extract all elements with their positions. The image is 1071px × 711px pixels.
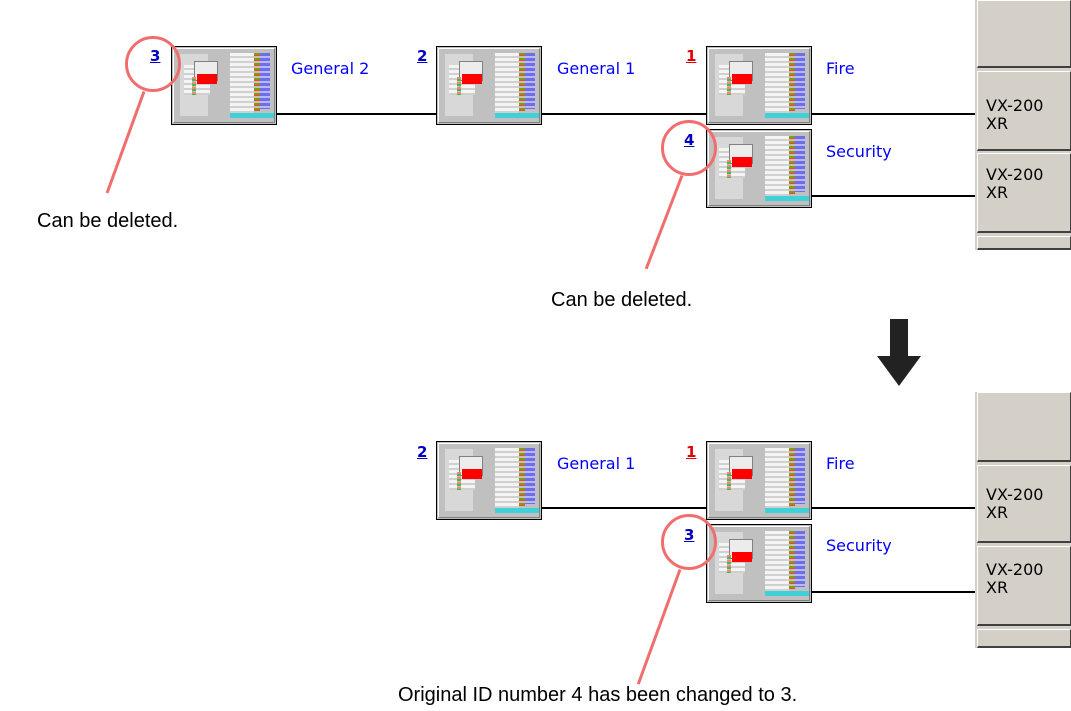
side-button[interactable]: VX-200 XR (977, 465, 1071, 543)
callout-pointer (636, 568, 682, 685)
device-unit[interactable] (706, 129, 812, 208)
device-unit[interactable] (706, 46, 812, 125)
side-button[interactable] (977, 236, 1071, 250)
unit-label: Fire (826, 454, 855, 473)
highlight-circle (661, 514, 717, 570)
unit-id-number[interactable]: 1 (686, 443, 697, 461)
device-unit[interactable] (171, 46, 277, 125)
device-unit[interactable] (436, 441, 542, 520)
unit-id-number[interactable]: 1 (686, 47, 697, 65)
unit-label: Security (826, 142, 892, 161)
side-button[interactable] (977, 629, 1071, 648)
device-unit[interactable] (706, 441, 812, 520)
side-button[interactable]: VX-200 XR (977, 71, 1071, 151)
side-button[interactable] (977, 0, 1071, 68)
side-button[interactable]: VX-200 XR (977, 546, 1071, 626)
callout-text: Can be deleted. (551, 289, 693, 311)
side-panel: VX-200 XR VX-200 XR (975, 392, 1071, 648)
unit-label: General 1 (557, 454, 636, 473)
unit-id-number[interactable]: 2 (417, 443, 428, 461)
callout-text: Original ID number 4 has been changed to… (398, 684, 798, 706)
callout-pointer (644, 174, 684, 270)
highlight-circle (661, 120, 717, 176)
connection-line (812, 195, 975, 197)
connection-line (541, 507, 706, 509)
unit-label: General 1 (557, 59, 636, 78)
connection-line (812, 591, 975, 593)
callout-text: Can be deleted. (37, 210, 179, 232)
unit-label: Fire (826, 59, 855, 78)
unit-label: General 2 (291, 59, 370, 78)
connection-line (812, 507, 975, 509)
side-button[interactable]: VX-200 XR (977, 153, 1071, 233)
side-button[interactable] (977, 392, 1071, 462)
callout-pointer (105, 90, 146, 194)
unit-label: Security (826, 536, 892, 555)
connection-line (277, 113, 437, 115)
unit-id-number[interactable]: 2 (417, 47, 428, 65)
highlight-circle (125, 36, 181, 92)
device-unit[interactable] (706, 524, 812, 603)
connection-line (541, 113, 706, 115)
connection-line (812, 113, 975, 115)
device-unit[interactable] (436, 46, 542, 125)
side-panel: VX-200 XR VX-200 XR (975, 0, 1071, 250)
